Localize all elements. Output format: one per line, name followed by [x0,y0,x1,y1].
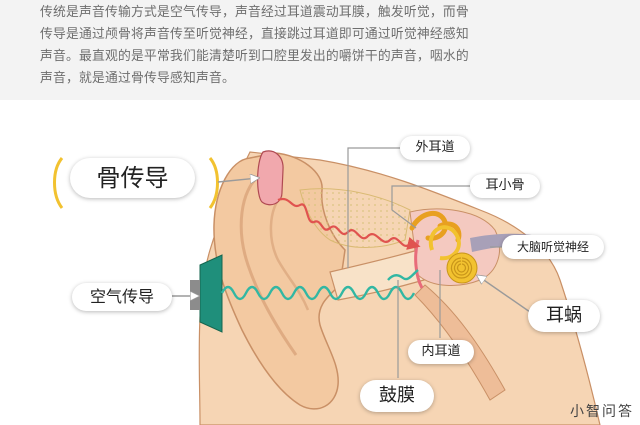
label-air-conduction: 空气传导 [72,283,172,311]
intro-line-2: 传导是通过颅骨将声音传至听觉神经，直接跳过耳道即可通过听觉神经感知 [40,27,469,42]
pinna-fold [239,173,298,356]
air-speaker [199,254,223,333]
sound-arc-right [208,157,219,209]
intro-line-4: 声音，就是通过骨传导感知声音。 [40,71,235,86]
label-ossicles: 耳小骨 [470,174,540,198]
ear-anatomy-diagram [53,147,601,425]
label-inner-ear-canal: 内耳道 [408,340,474,364]
label-eardrum: 鼓膜 [360,380,434,412]
bone-wave [277,197,421,250]
label-outer-ear-canal: 外耳道 [400,136,470,160]
ear-canal [329,249,425,301]
watermark: 小智问答 [570,404,634,420]
leader-ossicles [391,185,470,229]
intro-paragraph: 传统是声音传输方式是空气传导，声音经过耳道震动耳膜，触发听觉，而骨 传导是通过颅… [40,2,595,90]
sound-arc-left [53,157,64,209]
label-auditory-nerve: 大脑听觉神经 [502,235,604,259]
temporal-bone [299,188,411,248]
air-speaker-body [190,280,200,310]
label-cochlea: 耳蜗 [528,300,600,332]
pinna-inner-fold [269,194,310,311]
air-wave [220,285,416,301]
intro-line-1: 传统是声音传输方式是空气传导，声音经过耳道震动耳膜，触发听觉，而骨 [40,5,469,20]
air-wave-inner [387,269,419,281]
leader-cochlea [478,276,531,313]
cochlea-shape [446,252,478,284]
semicircular-canals [428,225,461,261]
intro-background [0,0,640,100]
intro-line-3: 声音。最直观的是平常我们能清楚听到口腔里发出的嚼饼干的声音，咽水的 [40,49,469,64]
label-bone-conduction: 骨传导 [70,158,195,198]
leader-bone [217,178,258,182]
leader-outer-canal [347,147,400,268]
bone-transducer [257,150,284,206]
